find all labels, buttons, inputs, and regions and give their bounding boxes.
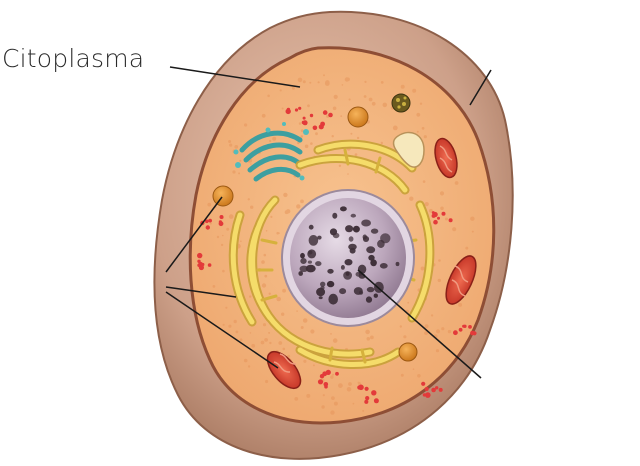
vesicle-top xyxy=(347,106,369,128)
pointer-mitochondrion xyxy=(165,291,279,369)
pointer-wall-top-right xyxy=(469,69,492,106)
chromatin xyxy=(298,206,400,305)
mitochondrion-right xyxy=(445,255,477,305)
centrosome xyxy=(391,93,411,113)
vesicle-bottom xyxy=(398,342,418,362)
mitochondrion-bottom-left xyxy=(266,350,302,390)
label-citoplasma: Citoplasma xyxy=(2,44,145,73)
mitochondrion-top-right xyxy=(434,137,458,179)
pointer-er xyxy=(165,286,237,298)
pointer-lines xyxy=(165,66,492,379)
pointer-vesicle xyxy=(165,196,223,273)
golgi-apparatus xyxy=(239,130,303,182)
pointer-citoplasma xyxy=(169,66,301,88)
vacuole xyxy=(392,131,425,168)
ribosomes xyxy=(197,106,477,404)
vesicle-left xyxy=(212,185,234,207)
pointer-nucleus xyxy=(357,269,482,379)
endoplasmic-reticulum-fill xyxy=(230,141,433,368)
nucleus xyxy=(290,198,406,318)
golgi-vesicles xyxy=(233,122,309,181)
